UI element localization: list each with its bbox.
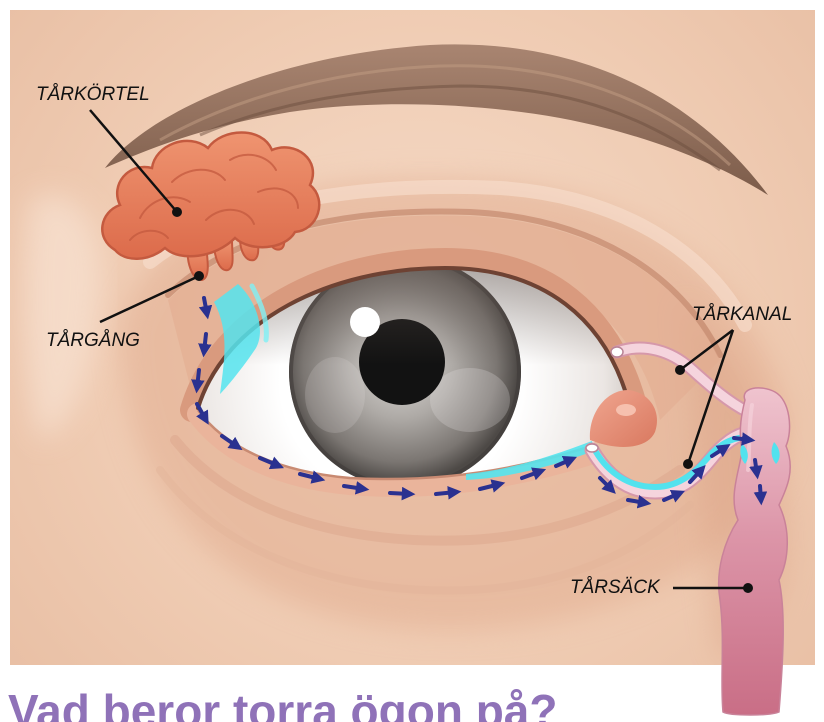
label-duct-dot (194, 271, 204, 281)
tear-flow-arrow (760, 486, 761, 500)
label-canal-dot (675, 365, 685, 375)
caruncle-highlight (616, 404, 636, 416)
label-canal-dot (683, 459, 693, 469)
tear-flow-arrow (197, 370, 199, 388)
lower-punctum (586, 444, 598, 452)
label-sac-dot (743, 583, 753, 593)
label-gland-text: TÅRKÖRTEL (36, 84, 150, 105)
tear-flow-arrow (734, 438, 750, 440)
eye-highlight (350, 307, 380, 337)
tear-flow-arrow (204, 334, 206, 352)
label-gland-dot (172, 207, 182, 217)
label-sac-text: TÅRSÄCK (570, 577, 661, 598)
page-heading: Vad beror torra ögon på? (8, 688, 558, 722)
label-duct-text: TÅRGÅNG (46, 330, 140, 351)
upper-punctum (611, 347, 623, 357)
tear-flow-arrow (436, 492, 456, 494)
label-canal-text: TÅRKANAL (692, 304, 792, 325)
tear-flow-arrow (390, 493, 410, 494)
tear-flow-arrow (755, 460, 757, 474)
